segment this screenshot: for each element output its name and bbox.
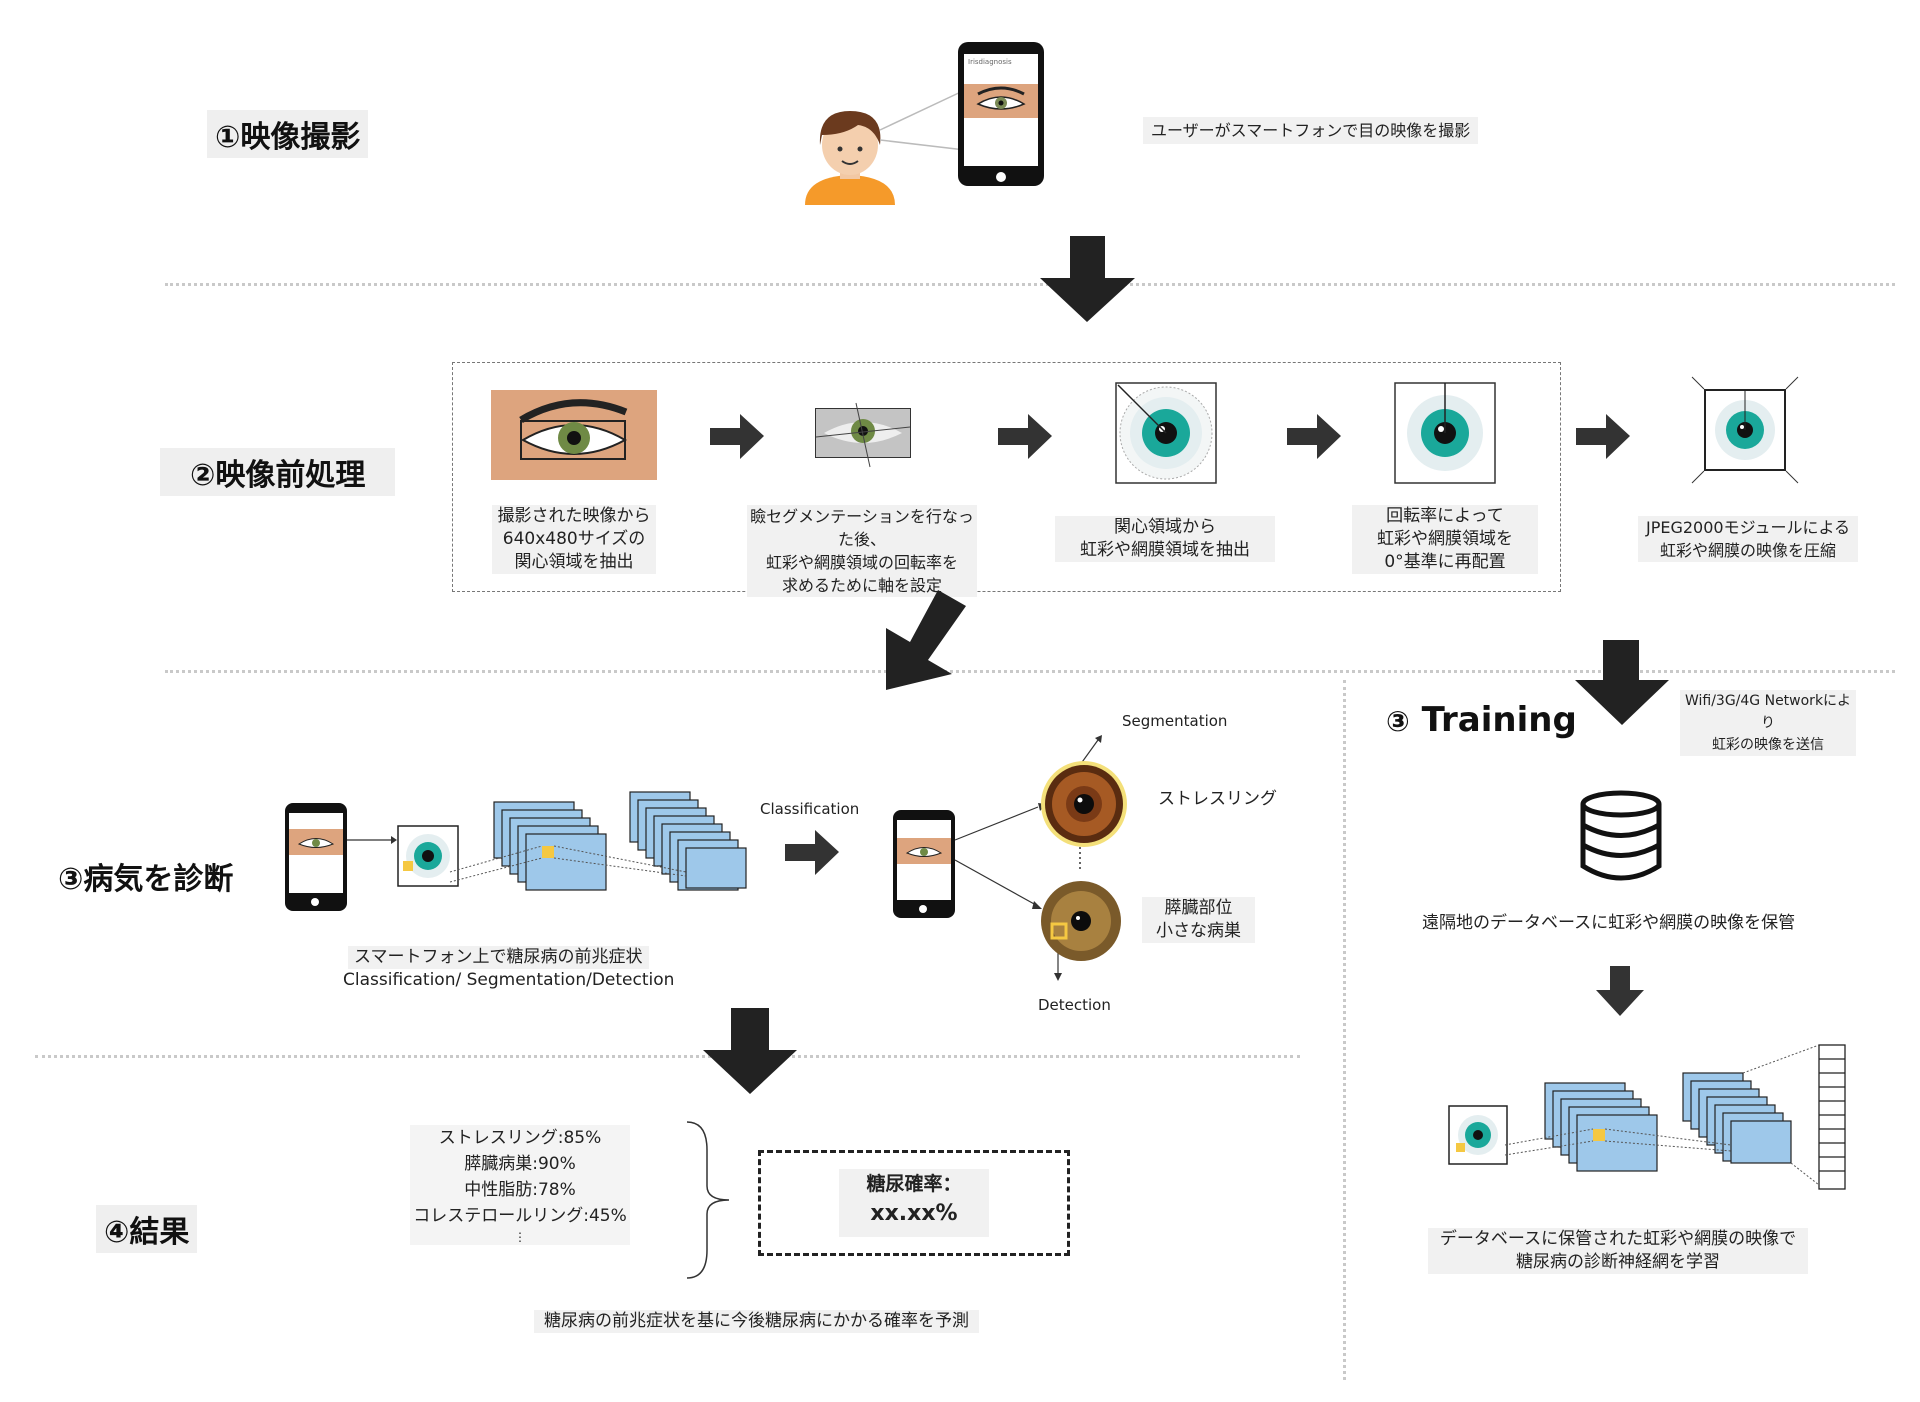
section-3-diagnosis-title: ③病気を診断: [58, 862, 234, 897]
separator-1: [165, 283, 1895, 286]
section-4-title: ④結果: [96, 1205, 198, 1253]
network-label: Wifi/3G/4G Networkにより 虹彩の映像を送信: [1680, 690, 1856, 756]
down-arrow-training: [1575, 640, 1669, 725]
probability-label: 糖尿確率：: [866, 1173, 962, 1195]
phone-screen: Irisdiagnosis: [964, 54, 1038, 166]
classification-label: Classification: [760, 800, 860, 818]
section-2-title: ②映像前処理: [160, 448, 396, 496]
preprocess-box: [452, 362, 1561, 592]
user-avatar-icon: [805, 111, 895, 205]
down-arrow-1: [1040, 236, 1135, 322]
detection-label: Detection: [1038, 996, 1111, 1014]
iris-training-input: [1448, 1105, 1508, 1165]
eye-photo-crop: [491, 390, 657, 480]
classification-arrow: [785, 830, 839, 875]
preprocess-step-1: 撮影された映像から 640x480サイズの 関心領域を抽出: [492, 505, 656, 574]
separator-vertical: [1343, 680, 1346, 1380]
stress-ring-label: ストレスリング: [1152, 788, 1283, 811]
smartphone-diagnosis: [285, 803, 347, 911]
cnn-layers-training: [1504, 1044, 1846, 1190]
eye-segmentation-image: [815, 402, 911, 468]
down-arrow-results: [703, 1008, 797, 1094]
smartphone-result: [893, 810, 955, 918]
result-item-1: ストレスリング:85%: [438, 1128, 602, 1148]
right-arrow-2: [998, 414, 1052, 459]
preprocess-step-2: 瞼セグメンテーションを行なった後、 虹彩や網膜領域の回転率を 求めるために軸を設…: [747, 505, 977, 597]
right-arrow-4: [1576, 414, 1630, 459]
result-item-3: 中性脂肪:78%: [464, 1180, 576, 1200]
iris-extract-image: [1115, 382, 1217, 484]
preprocess-step-3: 関心領域から 虹彩や網膜領域を抽出: [1055, 516, 1275, 562]
right-arrow-3: [1287, 414, 1341, 459]
result-brace: [686, 1121, 730, 1279]
probability-value: xx.xx%: [870, 1201, 958, 1226]
preprocess-step-5: JPEG2000モジュールによる 虹彩や網膜の映像を圧縮: [1638, 516, 1858, 562]
prediction-desc: 糖尿病の前兆症状を基に今後糖尿病にかかる確率を予測: [534, 1310, 979, 1333]
section-1-title: ①映像撮影: [207, 110, 369, 158]
eye-icon: [297, 838, 335, 848]
result-item-4: コレステロールリング:45%: [413, 1206, 627, 1226]
result-list: ストレスリング:85% 膵臓病巣:90% 中性脂肪:78% コレステロールリング…: [410, 1125, 630, 1245]
separator-2: [165, 670, 1895, 673]
training-number: ③: [1386, 705, 1410, 738]
separator-3: [35, 1055, 1300, 1058]
training-title: Training: [1421, 700, 1577, 740]
iris-realign-image: [1394, 382, 1496, 484]
capture-lines: [879, 89, 966, 151]
diagnosis-desc-line1: スマートフォン上で糖尿病の前兆症状: [348, 946, 649, 969]
pancreas-label: 膵臓部位 小さな病巣: [1142, 897, 1255, 943]
iris-compress-image: [1691, 376, 1799, 484]
database-desc: 遠隔地のデータベースに虹彩や網膜の映像を保管: [1422, 913, 1796, 933]
probability-box: 糖尿確率： xx.xx%: [758, 1150, 1070, 1256]
database-icon: [1580, 790, 1662, 881]
section-3-training-title: ③ Training: [1386, 700, 1577, 740]
smartphone-capture: Irisdiagnosis: [958, 42, 1044, 186]
preprocess-step-4: 回転率によって 虹彩や網膜領域を 0°基準に再配置: [1352, 505, 1538, 574]
diagonal-arrow: [886, 590, 966, 690]
app-logo-text: Irisdiagnosis: [968, 58, 1012, 66]
eye-icon: [976, 86, 1026, 110]
training-desc: データベースに保管された虹彩や網膜の映像で 糖尿病の診断神経網を学習: [1428, 1228, 1808, 1274]
capture-description: ユーザーがスマートフォンで目の映像を撮影: [1143, 117, 1479, 144]
segmented-eye-icon: [815, 402, 911, 468]
segmentation-label: Segmentation: [1122, 712, 1228, 730]
diagnosis-desc-line2: Classification/ Segmentation/Detection: [343, 970, 675, 990]
result-item-more: ⋮: [514, 1230, 526, 1244]
phone-to-iris-arrow: [347, 836, 397, 844]
result-item-2: 膵臓病巣:90%: [464, 1154, 576, 1174]
cnn-layers-diagnosis: [449, 791, 747, 891]
down-arrow-db: [1596, 966, 1644, 1016]
right-arrow-1: [710, 414, 764, 459]
eye-icon: [519, 399, 628, 460]
iris-input-image: [397, 825, 459, 887]
iris-stress-ring-image: [1041, 761, 1127, 847]
eye-thumbnail: [964, 84, 1038, 118]
iris-lesion-image: [1041, 881, 1121, 961]
eye-icon: [905, 847, 943, 857]
probability-inner: 糖尿確率： xx.xx%: [839, 1169, 989, 1237]
